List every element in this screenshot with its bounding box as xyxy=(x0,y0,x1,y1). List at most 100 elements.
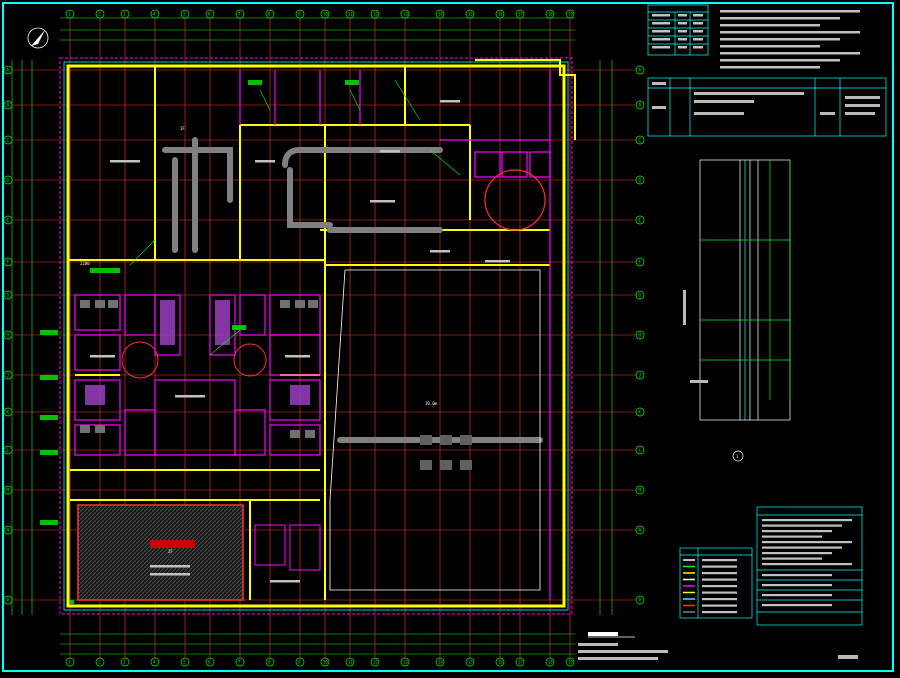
grid-bubble-label: 12 xyxy=(373,12,378,17)
grid-bubble-icon xyxy=(495,657,505,667)
grid-bubble-icon xyxy=(3,175,13,185)
legend-label xyxy=(702,611,737,614)
grid-bubble-label: N xyxy=(7,528,10,533)
grid-bubble-label: 1 xyxy=(68,660,71,665)
grid-bubble-icon xyxy=(3,595,13,605)
grid-bubble-label: E xyxy=(639,218,642,223)
section-side-label xyxy=(683,290,708,383)
grid-bubble-label: 12 xyxy=(373,660,378,665)
fire-note-line xyxy=(762,524,842,527)
fire-notes-box xyxy=(756,506,863,626)
room-label: 10.0m xyxy=(425,401,438,406)
grid-bubble-icon xyxy=(635,370,645,380)
grid-bubble-label: 3 xyxy=(123,660,126,665)
note-line xyxy=(720,17,840,20)
fire-note-line xyxy=(762,530,832,533)
grid-bubble-icon xyxy=(400,657,410,667)
grid-bubble-icon xyxy=(265,657,275,667)
table-cell-text xyxy=(678,14,687,17)
table-cell-text xyxy=(678,22,687,25)
note-line xyxy=(720,31,860,34)
grid-bubble-label: 15 xyxy=(468,660,473,665)
hatched-zone-right xyxy=(254,524,321,571)
north-arrow-icon xyxy=(27,27,49,49)
text-line xyxy=(150,565,190,568)
grid-bubble-label: 9 xyxy=(298,12,301,17)
large-hall xyxy=(329,269,541,591)
fire-note-line xyxy=(762,574,832,577)
grid-bubble-label: 2 xyxy=(98,660,101,665)
grid-bubble-icon xyxy=(635,525,645,535)
text-line xyxy=(380,150,400,153)
section-bubble-icon: 1 xyxy=(732,450,744,462)
grid-bubble-label: F xyxy=(639,260,642,265)
grid-bubble-label: D xyxy=(639,178,642,183)
grid-bubble-icon xyxy=(65,657,75,667)
grid-bubble-label: G xyxy=(639,293,642,298)
grid-bubble-icon xyxy=(3,525,13,535)
grid-bubble-label: 8 xyxy=(268,660,271,665)
grid-bubble-icon xyxy=(150,9,160,19)
grid-bubble-label: N xyxy=(639,528,642,533)
grid-bubble-label: K xyxy=(7,410,10,415)
note-line xyxy=(720,10,860,13)
grid-bubble-icon xyxy=(3,485,13,495)
grid-bubble-icon xyxy=(235,9,245,19)
grid-bubble-icon xyxy=(150,657,160,667)
wall-section-detail xyxy=(699,159,791,421)
fire-note-line xyxy=(762,552,832,555)
grid-bubble-label: 11 xyxy=(348,660,353,665)
fire-note-line xyxy=(762,519,852,522)
grid-bubble-icon xyxy=(435,657,445,667)
grid-bubble-label: 18 xyxy=(548,12,553,17)
note-line xyxy=(720,45,820,48)
grid-bubble-icon xyxy=(435,9,445,19)
note-line xyxy=(720,24,820,27)
grid-bubble-icon xyxy=(565,9,575,19)
grid-bubble-label: P xyxy=(7,598,10,603)
grid-bubble-icon xyxy=(3,330,13,340)
grid-bubble-icon xyxy=(180,9,190,19)
grid-bubble-icon xyxy=(545,657,555,667)
grid-bubble-icon xyxy=(180,657,190,667)
text-line xyxy=(90,355,115,358)
table-cell-text xyxy=(678,46,687,49)
grid-bubble-icon xyxy=(205,9,215,19)
grid-bubble-label: 13 xyxy=(403,12,408,17)
table-cell-text xyxy=(693,38,703,41)
round-equipment xyxy=(121,169,546,379)
grid-bubble-label: 10 xyxy=(323,12,328,17)
grid-bubble-label: 17 xyxy=(518,660,523,665)
grid-bubble-icon xyxy=(235,657,245,667)
grid-bubble-label: M xyxy=(7,488,10,493)
text-line xyxy=(150,573,190,576)
grid-bubble-icon xyxy=(3,215,13,225)
grid-bubble-icon xyxy=(295,657,305,667)
grid-bubble-icon xyxy=(3,445,13,455)
grid-bubble-label: 4 xyxy=(153,12,156,17)
general-notes-text xyxy=(652,10,860,69)
grid-bubble-label: P xyxy=(639,598,642,603)
grid-bubble-label: C xyxy=(7,138,10,143)
grid-bubble-icon xyxy=(635,215,645,225)
grid-bubble-icon xyxy=(265,9,275,19)
table-cell-text xyxy=(652,38,670,41)
note-line xyxy=(720,38,840,41)
table-cell-text xyxy=(693,46,703,49)
section-bubble-label: 1 xyxy=(736,454,739,459)
grid-bubble-icon xyxy=(345,9,355,19)
grid-bubble-icon xyxy=(635,175,645,185)
grid-bubble-icon xyxy=(3,407,13,417)
grid-bubble-icon xyxy=(635,407,645,417)
fire-note-line xyxy=(762,541,852,544)
grid-bubble-label: H xyxy=(639,333,642,338)
fire-note-line xyxy=(762,604,832,607)
grid-bubble-icon xyxy=(3,100,13,110)
grid-bubble-icon xyxy=(515,657,525,667)
grid-bubble-icon xyxy=(400,9,410,19)
table-cell-text xyxy=(652,22,670,25)
fire-note-line xyxy=(762,563,852,566)
legend-label xyxy=(702,559,737,562)
grid-bubble-label: 1 xyxy=(68,12,71,17)
